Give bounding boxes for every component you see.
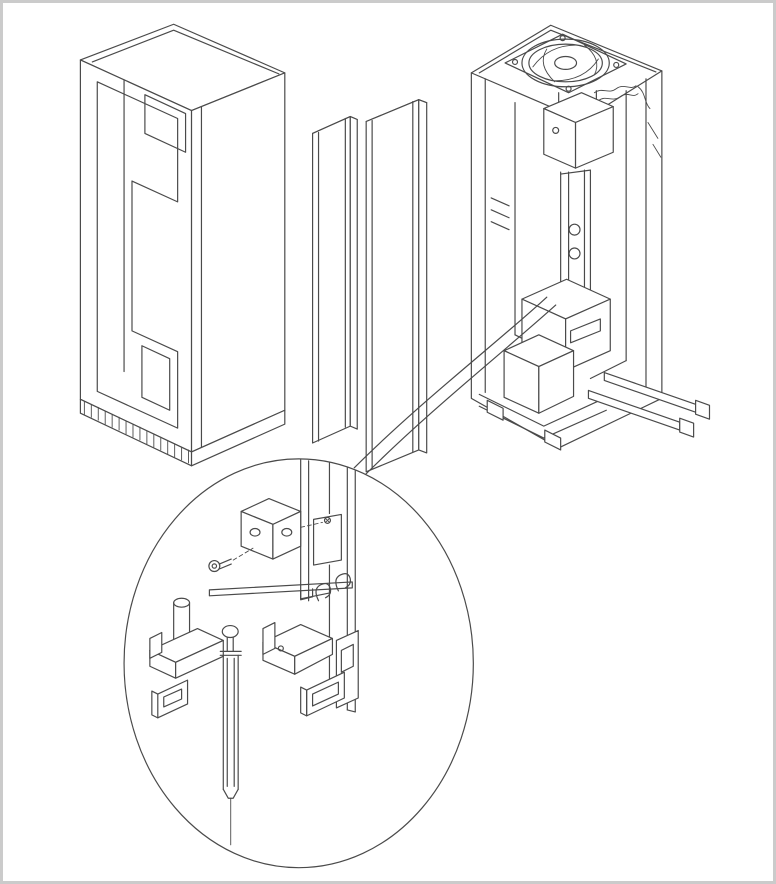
internal-valve-boxes <box>503 278 611 414</box>
mounting-block <box>240 497 302 560</box>
drive-motor-block <box>543 90 614 169</box>
syringe <box>219 624 242 846</box>
cabinet-door-panel <box>96 81 179 429</box>
magnifier-leader-line <box>353 296 557 477</box>
mounting-rail-panels <box>311 99 428 473</box>
detail-magnified-circle <box>123 458 474 869</box>
angle-bracket <box>149 627 224 679</box>
vent-slots <box>490 197 510 231</box>
syringe-barrel <box>222 654 239 790</box>
channel-clip <box>300 671 345 717</box>
sampler-module <box>470 24 711 451</box>
bottom-slide-rails <box>587 371 711 438</box>
wire-hook <box>335 573 352 592</box>
u-retaining-clip <box>151 679 189 719</box>
cooling-fan <box>504 33 627 94</box>
cable-bundle <box>593 85 651 110</box>
cabinet-window-panel <box>144 94 187 153</box>
fan-hub <box>554 55 578 70</box>
mounting-bar <box>208 581 353 601</box>
fastening-screw <box>208 516 332 573</box>
bracket-assembly <box>262 573 352 675</box>
block-hole <box>249 527 261 537</box>
lead-screw-carriage <box>560 169 592 300</box>
block-hole <box>281 527 293 537</box>
cabinet-tower <box>79 23 286 467</box>
wire-hook <box>315 582 332 602</box>
syringe-plunger-knob <box>221 624 239 639</box>
assembly-drawing <box>79 23 711 869</box>
figure-root <box>79 23 711 869</box>
